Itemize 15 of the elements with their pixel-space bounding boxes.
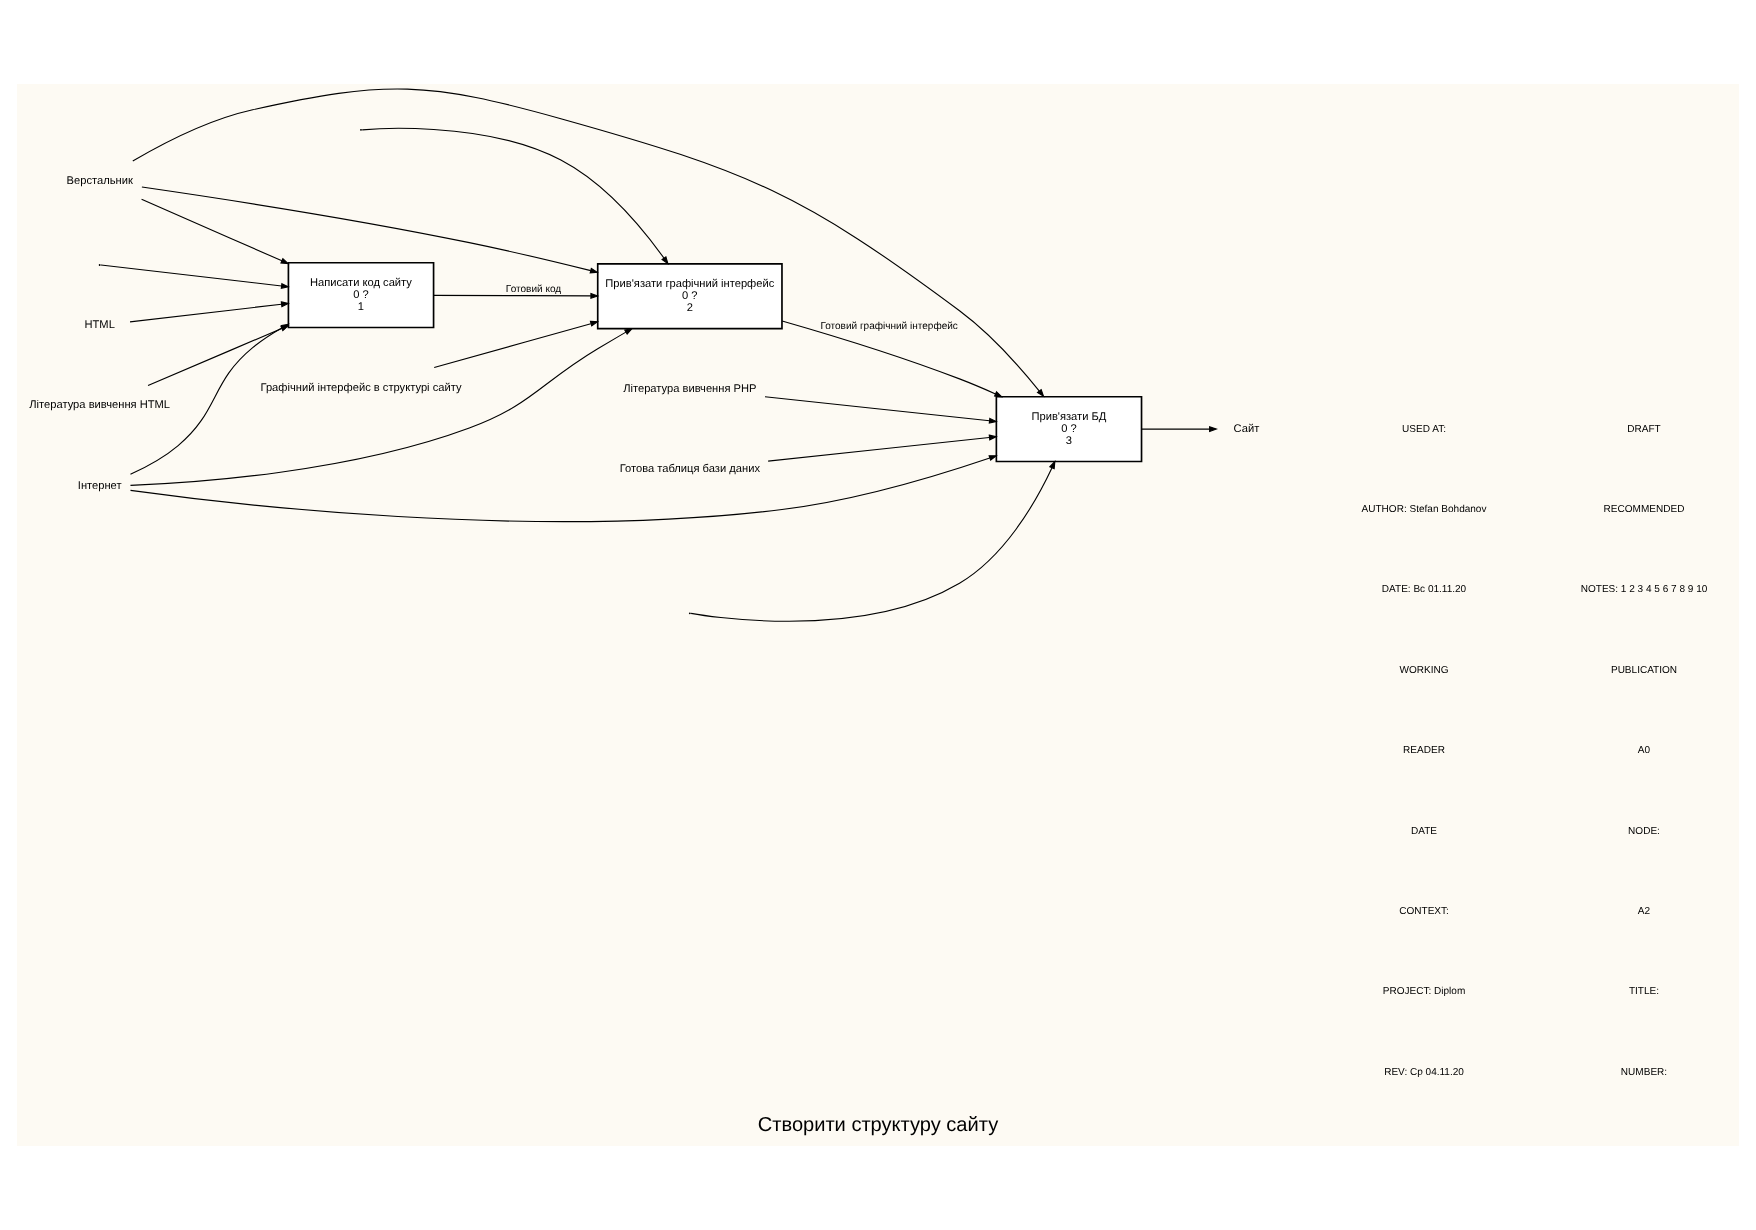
arrow bbox=[129, 455, 998, 523]
arrow bbox=[100, 264, 290, 290]
arrow bbox=[764, 396, 998, 424]
arrow bbox=[141, 198, 290, 265]
arrow bbox=[141, 186, 599, 274]
arrow bbox=[690, 460, 1056, 622]
arrow bbox=[767, 434, 998, 462]
arrow bbox=[132, 88, 1045, 398]
arrow bbox=[781, 320, 1004, 398]
arrow bbox=[433, 320, 600, 369]
arrow bbox=[1141, 426, 1218, 433]
diagram-title: Створити структуру сайту bbox=[757, 1114, 999, 1137]
arrow bbox=[129, 301, 290, 323]
arrow bbox=[361, 127, 669, 265]
arrow bbox=[433, 292, 600, 300]
